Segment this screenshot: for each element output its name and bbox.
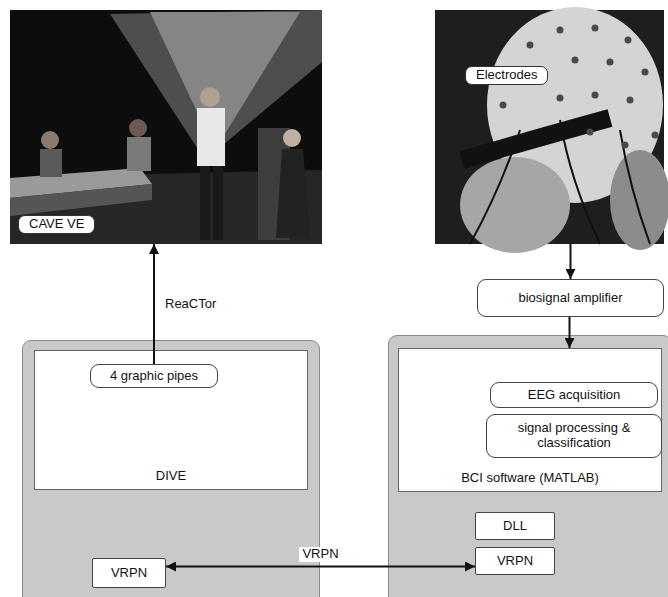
avatar-leg	[213, 166, 223, 240]
avatar-head	[200, 87, 220, 107]
box-label: signal processing & classification	[493, 421, 655, 451]
avatar-head	[283, 129, 301, 147]
avatar-leg	[200, 166, 210, 240]
avatar-body	[127, 137, 151, 171]
module-box: signal processing & classification	[486, 414, 662, 458]
face	[460, 157, 570, 253]
box-label: DLL	[503, 519, 527, 534]
box-label: VRPN	[497, 554, 533, 569]
electrode-wire	[620, 130, 650, 244]
connector-arrow	[570, 244, 572, 279]
cave-scene-ground	[10, 10, 322, 244]
avatar-dress	[276, 149, 310, 238]
connector-label: ReaCTor	[162, 297, 219, 312]
electrode-dot	[607, 59, 614, 66]
electrode-image-panel: Electrodes	[435, 10, 664, 244]
box-label: DIVE	[156, 469, 186, 484]
electrode-dot	[592, 25, 599, 32]
avatar-shirt	[197, 108, 225, 166]
software-box: EEG acquisition signal processing & class…	[398, 348, 662, 492]
electrode-dot	[642, 69, 649, 76]
amplifier-box: biosignal amplifier	[477, 279, 664, 317]
box-label: EEG acquisition	[528, 388, 621, 403]
cave-image-panel: CAVE VE	[10, 10, 322, 244]
box-label: BCI software (MATLAB)	[461, 471, 599, 486]
electrode-dot	[557, 27, 564, 34]
computer-box: EEG acquisition signal processing & class…	[388, 335, 668, 597]
electrode-dot	[652, 132, 659, 139]
connector-label: VRPN	[299, 547, 341, 562]
box-label: biosignal amplifier	[518, 291, 622, 306]
electrode-dot	[627, 97, 634, 104]
avatar-body	[40, 149, 62, 177]
hair	[610, 150, 668, 250]
electrode-dot	[592, 92, 599, 99]
electrode-wire	[560, 120, 600, 244]
library-box: VRPN	[92, 558, 166, 588]
electrode-dot	[587, 129, 594, 136]
avatar-head	[41, 131, 59, 149]
avatar-head	[129, 119, 147, 137]
electrode-dot	[527, 42, 534, 49]
box-label: 4 graphic pipes	[110, 369, 198, 384]
module-box: EEG acquisition	[490, 382, 658, 408]
electrode-wire	[470, 130, 520, 244]
computer-box: 4 graphic pipesDIVE VRPN	[22, 340, 320, 597]
electrode-dot	[572, 57, 579, 64]
box-label: VRPN	[111, 566, 147, 581]
module-box: 4 graphic pipes	[90, 364, 218, 388]
electrode-dot	[622, 142, 629, 149]
library-box: DLL	[475, 512, 555, 540]
electrode-dot	[625, 37, 632, 44]
library-box: VRPN	[475, 547, 555, 575]
electrode-dot	[500, 102, 507, 109]
image-label: CAVE VE	[18, 215, 95, 234]
goggle-band	[462, 118, 610, 160]
counter-front	[10, 184, 152, 216]
image-label: Electrodes	[465, 66, 548, 85]
electrode-dot	[557, 95, 564, 102]
software-box: 4 graphic pipesDIVE	[34, 350, 308, 490]
